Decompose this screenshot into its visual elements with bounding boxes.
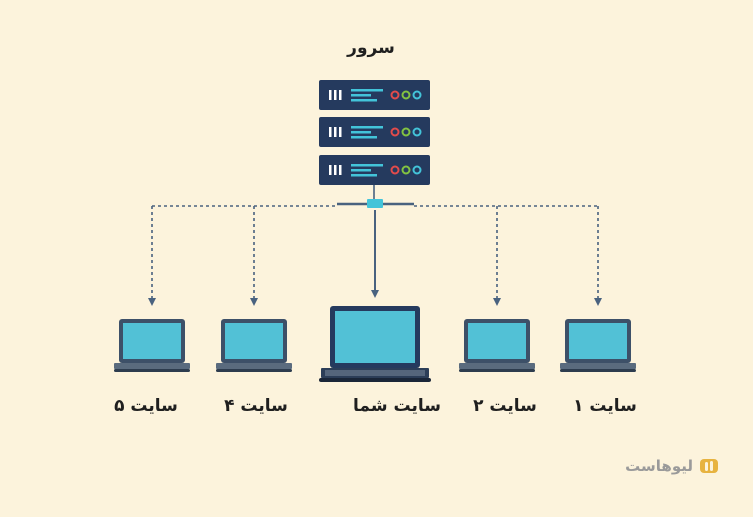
laptop-site-4-icon	[216, 319, 292, 372]
server-icon	[318, 79, 431, 186]
laptop-site-1-icon	[560, 319, 636, 372]
site-label-yours: سایت شما	[353, 396, 441, 416]
site-label-2: سایت ۲	[473, 396, 537, 416]
server-rack-3	[318, 154, 431, 186]
network-connectors	[148, 185, 602, 306]
brand: لیوهاست	[625, 456, 719, 476]
laptop-site-2-icon	[459, 319, 535, 372]
laptop-site-5-icon	[114, 319, 190, 372]
brand-name: لیوهاست	[625, 457, 693, 475]
server-rack-1	[318, 79, 431, 111]
site-label-1: سایت ۱	[573, 396, 637, 416]
site-label-5: سایت ۵	[114, 396, 178, 416]
server-label: سرور	[347, 38, 395, 58]
laptop-your-site-icon	[319, 306, 431, 382]
liohost-logo-icon	[700, 459, 718, 473]
server-rack-2	[318, 116, 431, 148]
site-label-4: سایت ۴	[224, 396, 288, 416]
network-hub-icon	[367, 199, 383, 208]
